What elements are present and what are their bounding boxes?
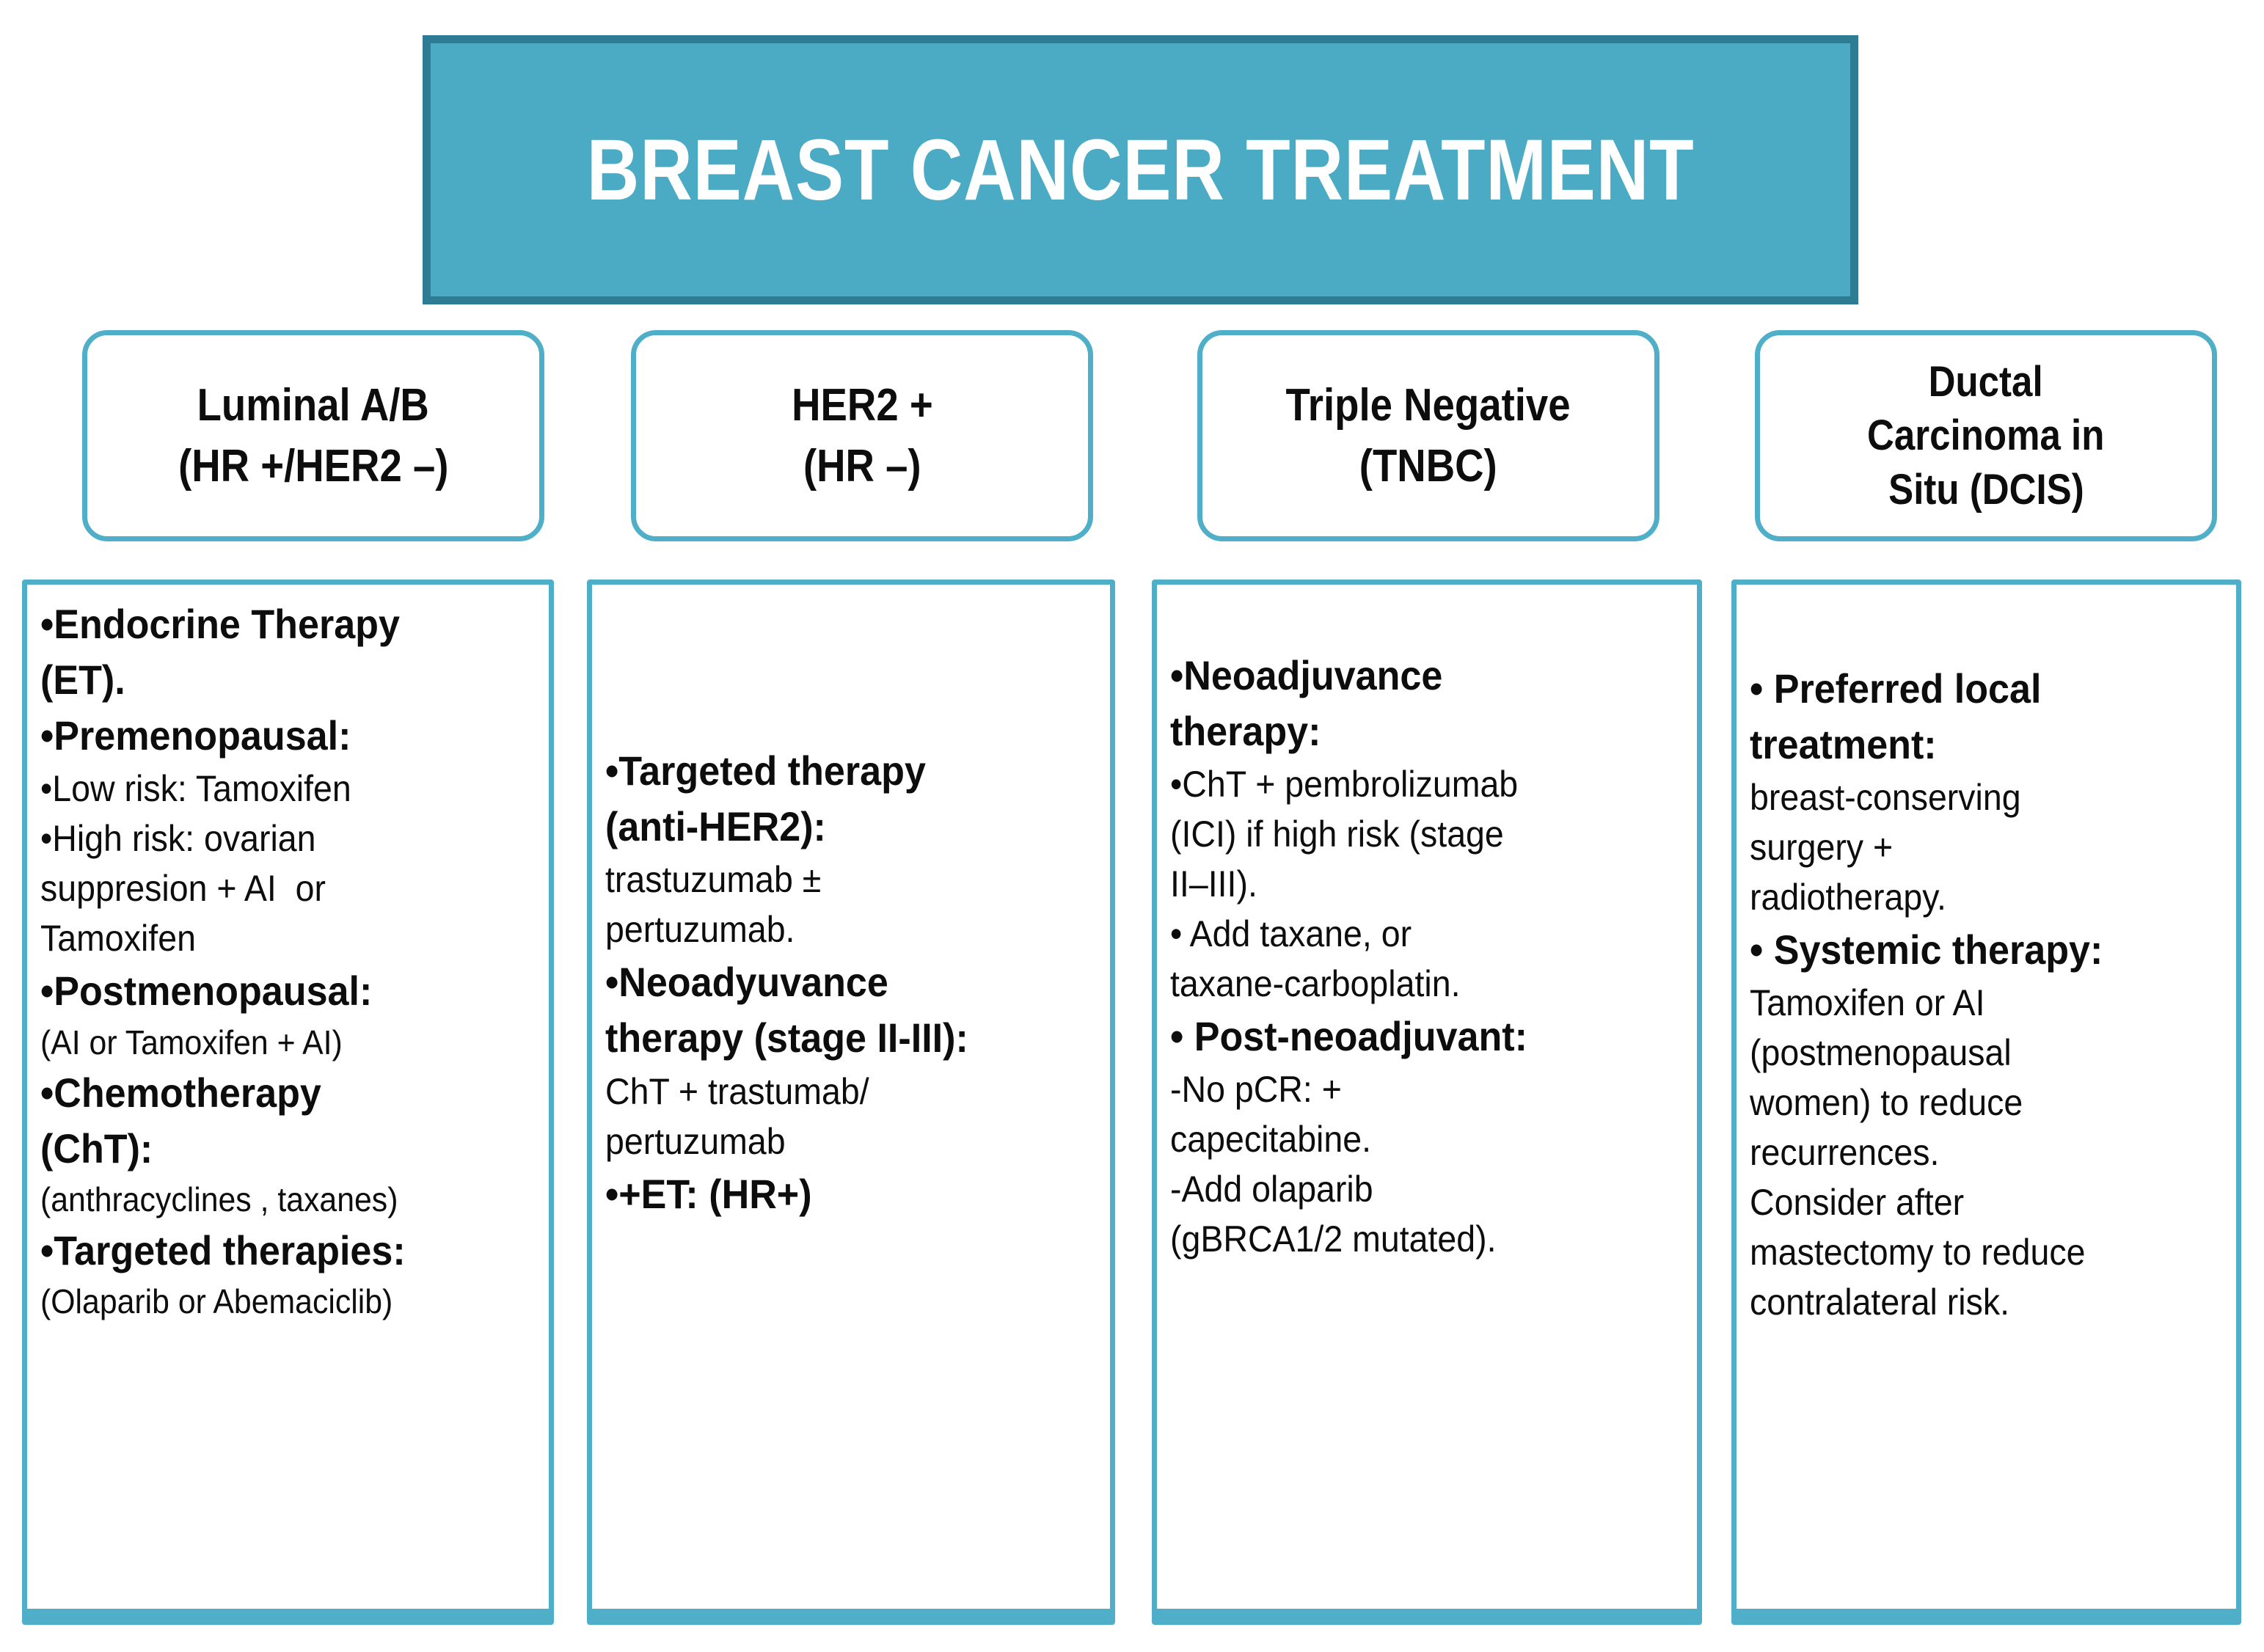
treatment-detail: -Add olaparib	[1170, 1169, 1373, 1210]
treatment-heading: •Targeted therapy	[605, 748, 926, 794]
treatment-detail: (anthracyclines , taxanes)	[40, 1180, 398, 1219]
treatment-detail: (ICI) if high risk (stage	[1170, 814, 1504, 855]
treatment-detail: •ChT + pembrolizumab	[1170, 764, 1519, 805]
page-title-banner: BREAST CANCER TREATMENT	[423, 35, 1858, 304]
subtype-header-luminal-ab: Luminal A/B (HR +/HER2 –)	[82, 330, 544, 541]
treatment-heading: (ChT):	[40, 1125, 153, 1172]
treatment-heading: • Systemic therapy:	[1750, 926, 2103, 973]
treatment-detail: breast-conserving	[1750, 777, 2021, 819]
treatment-detail: -No pCR: +	[1170, 1069, 1342, 1111]
treatment-detail: pertuzumab.	[605, 909, 795, 951]
subtype-header-line: (TNBC)	[1359, 441, 1497, 491]
treatment-detail: Consider after	[1750, 1182, 1965, 1224]
subtype-header-line: HER2 +	[791, 379, 933, 431]
treatment-heading: •Endocrine Therapy	[40, 601, 400, 647]
treatment-detail: trastuzumab ±	[605, 859, 822, 901]
subtype-header-line: Ductal	[1928, 358, 2043, 406]
treatment-heading: •Neoadjuvance	[1170, 652, 1443, 698]
treatment-detail: (postmenopausal	[1750, 1032, 2012, 1074]
treatment-detail: suppresion + AI or	[40, 868, 326, 910]
treatment-detail: • Add taxane, or	[1170, 913, 1412, 955]
treatment-heading: •Chemotherapy	[40, 1070, 321, 1116]
subtype-header-line: Situ (DCIS)	[1888, 465, 2084, 513]
treatment-heading: (ET).	[40, 657, 125, 703]
treatment-list: •Neoadjuvance therapy: •ChT + pembrolizuma…	[1170, 596, 1684, 1609]
treatment-detail: recurrences.	[1750, 1132, 1940, 1174]
treatment-detail: (gBRCA1/2 mutated).	[1170, 1218, 1497, 1260]
treatment-heading: therapy:	[1170, 708, 1321, 755]
subtype-header-triple-negative: Triple Negative (TNBC)	[1197, 330, 1659, 541]
subtype-header-line: Triple Negative	[1285, 379, 1571, 431]
treatment-detail: women) to reduce	[1750, 1082, 2023, 1124]
treatment-detail: capecitabine.	[1170, 1119, 1372, 1161]
treatment-heading: •Postmenopausal:	[40, 968, 373, 1015]
treatment-detail: surgery +	[1750, 827, 1894, 869]
page-title: BREAST CANCER TREATMENT	[586, 121, 1695, 219]
subtype-header-her2-positive: HER2 + (HR –)	[631, 330, 1093, 541]
treatment-heading: therapy (stage II-III):	[605, 1015, 968, 1061]
treatment-list: •Endocrine Therapy (ET). •Premenopausal: •L…	[40, 596, 536, 1601]
treatment-heading: •Neoadyuvance	[605, 959, 888, 1006]
treatment-heading: •+ET: (HR+)	[605, 1170, 812, 1217]
treatment-list: • Preferred local treatment: breast-conser…	[1750, 596, 2223, 1609]
subtype-header-line: Carcinoma in	[1867, 412, 2105, 460]
treatment-detail: ChT + trastumab/	[605, 1070, 869, 1112]
treatment-panel-triple-negative: •Neoadjuvance therapy: •ChT + pembrolizuma…	[1152, 580, 1702, 1625]
treatment-detail: contralateral risk.	[1750, 1282, 2010, 1323]
treatment-detail: (AI or Tamoxifen + AI)	[40, 1023, 343, 1061]
treatment-detail: (Olaparib or Abemaciclib)	[40, 1282, 393, 1321]
subtype-header-line: (HR –)	[803, 441, 921, 491]
treatment-heading: treatment:	[1750, 721, 1937, 768]
treatment-detail: II–III).	[1170, 863, 1257, 905]
treatment-heading: •Premenopausal:	[40, 712, 351, 759]
subtype-header-line: Luminal A/B	[197, 379, 430, 431]
treatment-list: •Targeted therapy (anti-HER2): trastuzumab…	[605, 596, 1097, 1609]
treatment-heading: (anti-HER2):	[605, 803, 826, 850]
treatment-heading: • Preferred local	[1750, 665, 2042, 712]
subtype-header-line: (HR +/HER2 –)	[178, 441, 449, 491]
treatment-detail: mastectomy to reduce	[1750, 1232, 2086, 1273]
treatment-heading: • Post-neoadjuvant:	[1170, 1013, 1527, 1060]
treatment-detail: •Low risk: Tamoxifen	[40, 768, 351, 810]
treatment-detail: taxane-carboplatin.	[1170, 963, 1461, 1005]
treatment-panel-luminal-ab: •Endocrine Therapy (ET). •Premenopausal: •L…	[22, 580, 554, 1625]
treatment-heading: •Targeted therapies:	[40, 1227, 406, 1274]
treatment-detail: radiotherapy.	[1750, 877, 1946, 918]
treatment-detail: •High risk: ovarian	[40, 818, 316, 860]
treatment-panel-her2-positive: •Targeted therapy (anti-HER2): trastuzumab…	[587, 580, 1115, 1625]
treatment-detail: pertuzumab	[605, 1120, 786, 1162]
treatment-detail: Tamoxifen or AI	[1750, 982, 1985, 1024]
treatment-panel-dcis: • Preferred local treatment: breast-conser…	[1731, 580, 2241, 1625]
treatment-detail: Tamoxifen	[40, 918, 196, 960]
